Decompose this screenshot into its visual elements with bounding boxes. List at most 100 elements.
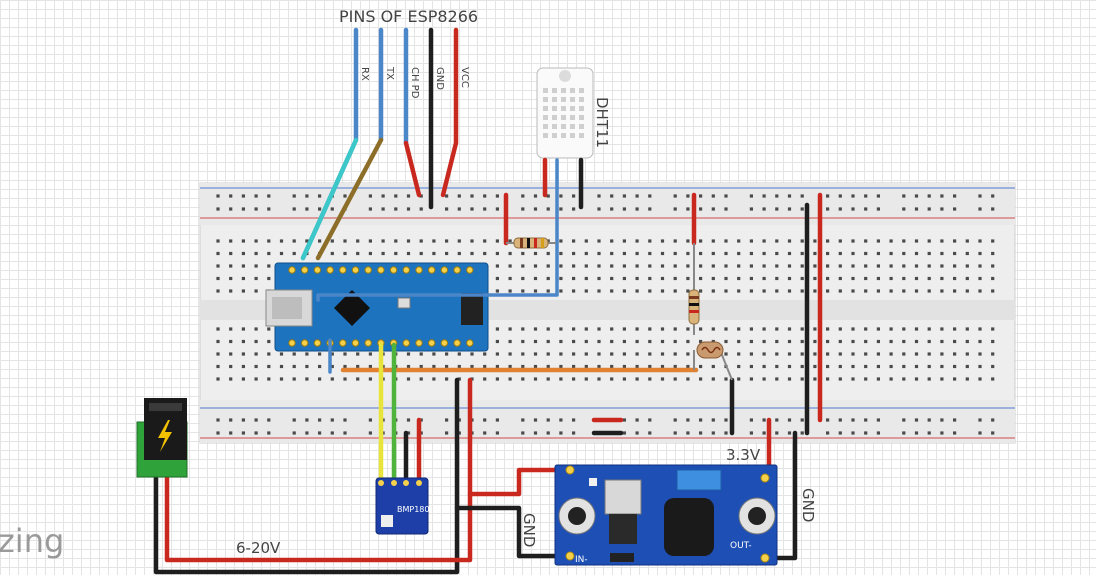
breadboard-hole: [483, 207, 487, 211]
arduino-pin: [453, 339, 461, 347]
breadboard-hole: [318, 352, 322, 356]
breadboard-hole: [343, 352, 347, 356]
breadboard-hole: [343, 377, 347, 381]
breadboard-hole: [991, 431, 995, 435]
arduino-pin: [313, 266, 322, 274]
breadboard-hole: [495, 377, 499, 381]
breadboard-hole: [800, 352, 804, 356]
breadboard-hole: [724, 339, 728, 344]
breadboard-hole: [318, 418, 322, 422]
breadboard-hole: [991, 264, 995, 268]
breadboard-hole: [978, 264, 982, 268]
breadboard-hole: [978, 289, 982, 293]
breadboard-hole: [787, 289, 792, 293]
breadboard-hole: [305, 431, 309, 435]
breadboard-hole: [343, 364, 347, 369]
breadboard-hole: [597, 276, 601, 281]
breadboard-hole: [838, 264, 842, 268]
dht11-vent: [561, 97, 566, 102]
arduino-pin: [351, 339, 360, 347]
breadboard-hole: [394, 239, 398, 243]
breadboard-hole: [241, 339, 245, 344]
breadboard-hole: [673, 364, 677, 369]
breadboard-hole: [711, 418, 715, 422]
breadboard-hole: [572, 289, 576, 293]
breadboard-hole: [978, 377, 982, 381]
breadboard-hole: [648, 194, 652, 198]
arduino-pin: [301, 339, 309, 347]
breadboard-hole: [673, 239, 677, 243]
breadboard-hole: [927, 289, 931, 293]
breadboard-hole: [965, 276, 969, 281]
breadboard-hole: [902, 276, 906, 281]
breadboard-hole: [711, 207, 715, 211]
breadboard-hole: [457, 377, 461, 381]
breadboard-hole: [254, 352, 258, 356]
breadboard-hole: [826, 264, 830, 268]
breadboard-hole: [889, 264, 893, 268]
breadboard-hole: [749, 377, 753, 381]
breadboard-hole: [800, 431, 804, 435]
wire-tx-brown: [315, 137, 384, 261]
breadboard-hole: [648, 239, 652, 243]
breadboard-hole: [432, 377, 436, 381]
dht11-vent: [579, 97, 584, 102]
breadboard-hole: [800, 194, 804, 198]
resistor-horizontal: [506, 237, 556, 249]
breadboard-hole: [267, 339, 271, 344]
breadboard-hole: [559, 431, 563, 435]
breadboard-hole: [953, 239, 957, 243]
breadboard-hole: [635, 339, 639, 344]
breadboard-hole: [330, 352, 334, 356]
breadboard-hole: [826, 377, 830, 381]
breadboard-hole: [902, 418, 906, 422]
wire-reg-black: [454, 505, 573, 559]
breadboard-hole: [699, 276, 703, 281]
breadboard-hole: [368, 364, 372, 369]
breadboard-hole: [711, 289, 715, 293]
breadboard-hole: [622, 207, 626, 211]
breadboard-hole: [686, 239, 690, 243]
breadboard-hole: [572, 352, 576, 356]
breadboard-hole: [775, 418, 779, 422]
arduino-pin: [466, 339, 474, 347]
breadboard-hole: [508, 377, 512, 381]
breadboard-hole: [737, 264, 741, 268]
breadboard-hole: [965, 377, 969, 381]
breadboard-hole: [813, 339, 817, 344]
breadboard-hole: [572, 251, 576, 256]
arduino-pin: [415, 266, 423, 274]
breadboard-hole: [356, 352, 360, 356]
breadboard-hole: [508, 327, 512, 331]
breadboard-hole: [216, 194, 220, 198]
breadboard-hole: [533, 377, 538, 381]
arduino-pin: [428, 339, 436, 347]
breadboard-hole: [914, 239, 919, 243]
dht11-vent: [570, 97, 575, 102]
breadboard-hole: [699, 289, 703, 293]
breadboard-hole: [889, 276, 893, 281]
dht11-vent: [561, 124, 566, 129]
breadboard-hole: [648, 327, 652, 331]
breadboard-hole: [267, 239, 271, 243]
breadboard-hole: [508, 239, 512, 243]
breadboard-hole: [914, 339, 919, 344]
breadboard-hole: [927, 276, 931, 281]
breadboard-hole: [572, 207, 576, 211]
breadboard-hole: [978, 239, 982, 243]
breadboard-hole: [559, 327, 563, 331]
breadboard-hole: [648, 251, 652, 256]
breadboard-hole: [445, 251, 449, 256]
breadboard-hole: [343, 239, 347, 243]
breadboard-hole: [597, 207, 601, 211]
breadboard-hole: [508, 364, 512, 369]
breadboard-hole: [851, 289, 855, 293]
breadboard-hole: [737, 364, 741, 369]
breadboard-hole: [800, 251, 804, 256]
breadboard-hole: [953, 251, 957, 256]
breadboard-hole: [838, 194, 842, 198]
breadboard-hole: [927, 207, 931, 211]
breadboard-hole: [470, 364, 474, 369]
breadboard-hole: [292, 364, 296, 369]
breadboard-hole: [902, 289, 906, 293]
